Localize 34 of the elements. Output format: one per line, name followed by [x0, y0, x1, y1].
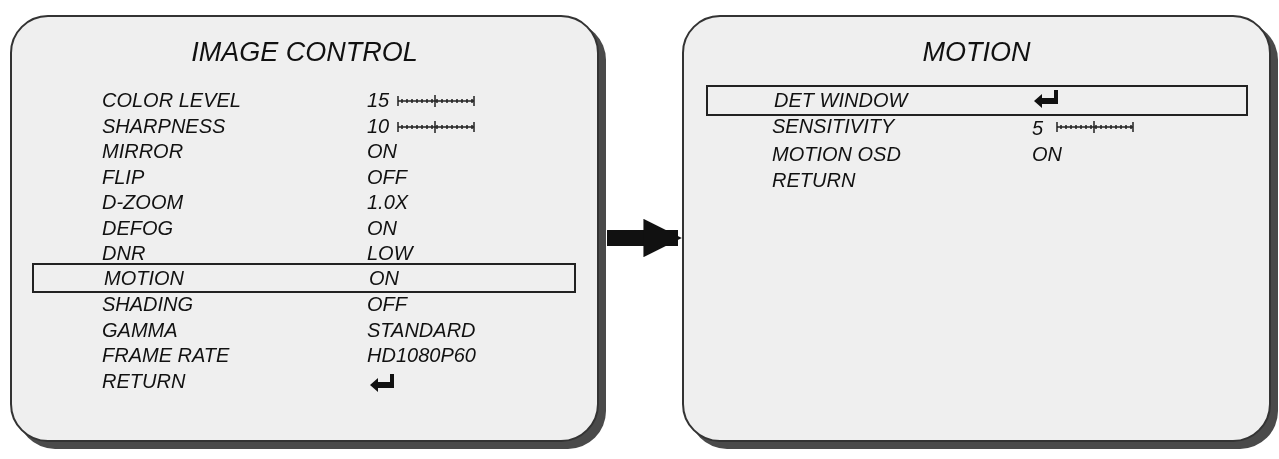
setting-value: OFF: [367, 293, 407, 315]
menu-title: IMAGE CONTROL: [190, 37, 419, 67]
menu-label: FRAME RATE: [102, 344, 230, 366]
menu-label: D-ZOOM: [102, 191, 184, 213]
menu-label: DNR: [102, 242, 146, 264]
menu-label: SHADING: [102, 293, 194, 315]
setting-value: LOW: [367, 242, 413, 264]
menu-label: SENSITIVITY: [772, 115, 895, 137]
menu-label: SHARPNESS: [102, 114, 226, 137]
setting-value: ON: [369, 267, 399, 289]
arrow: [607, 218, 682, 258]
setting-value: ON: [367, 216, 397, 239]
setting-value: ON: [367, 140, 397, 162]
setting-value: HD1080P60: [367, 344, 476, 366]
menu-label: RETURN: [102, 369, 186, 392]
setting-value: 1.0X: [367, 191, 409, 213]
setting-value: STANDARD: [367, 318, 476, 341]
menu-label: FLIP: [102, 165, 145, 188]
menu-label: MOTION OSD: [772, 143, 901, 165]
setting-value: 5: [1032, 117, 1044, 139]
menu-label: MIRROR: [102, 140, 184, 162]
setting-value: ON: [1032, 143, 1062, 165]
menu-label: DEFOG: [102, 216, 174, 239]
highlighted-row: [706, 85, 1248, 116]
setting-value: 10: [367, 114, 390, 137]
setting-value: OFF: [367, 165, 407, 188]
menu-label: RETURN: [772, 169, 856, 191]
menu-label: GAMMA: [102, 318, 178, 341]
menu-title: MOTION: [921, 37, 1032, 67]
highlighted-row: [32, 263, 576, 293]
menu-label: COLOR LEVEL: [102, 89, 241, 111]
menu-label: MOTION: [104, 267, 184, 289]
setting-value: 15: [367, 89, 390, 111]
menu-label: DET WINDOW: [774, 89, 908, 111]
